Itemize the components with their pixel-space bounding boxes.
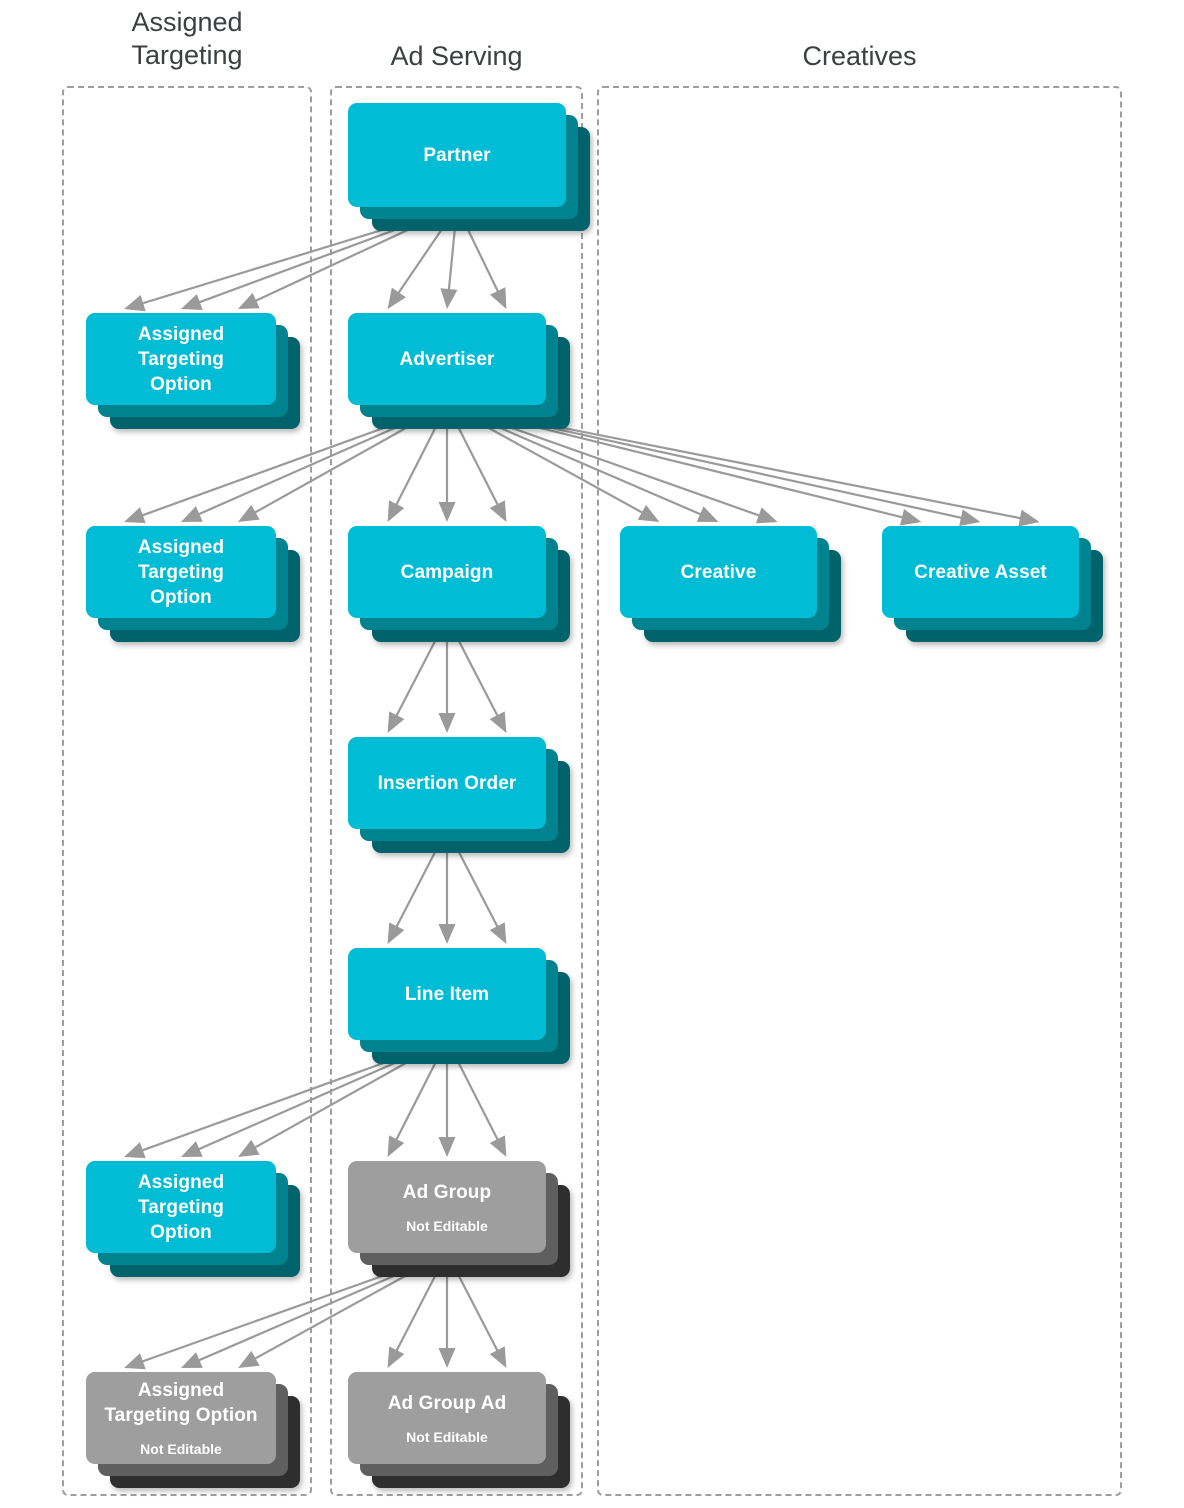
node-campaign[interactable]: Campaign [348, 526, 570, 642]
node-advertiser[interactable]: Advertiser [348, 313, 570, 429]
node-card-insertion-order[interactable]: Insertion Order [348, 737, 546, 829]
node-creative[interactable]: Creative [620, 526, 841, 642]
node-insertion-order[interactable]: Insertion Order [348, 737, 570, 853]
node-title-creative: Creative [680, 561, 757, 583]
node-subtitle-assigned-targeting-option-ad-group: Not Editable [140, 1441, 222, 1457]
node-title-line-item: Line Item [404, 983, 490, 1005]
node-subtitle-ad-group: Not Editable [406, 1217, 488, 1234]
node-title-campaign: Campaign [400, 561, 494, 583]
node-card-advertiser[interactable]: Advertiser [348, 313, 546, 405]
node-title-creative-asset: Creative Asset [914, 561, 1047, 583]
node-creative-asset[interactable]: Creative Asset [882, 526, 1103, 642]
column-frame-assigned-targeting [62, 86, 312, 1496]
column-frame-ad-serving [330, 86, 583, 1496]
node-title-partner: Partner [423, 144, 491, 166]
node-subtitle-ad-group-ad: Not Editable [406, 1428, 488, 1445]
node-title-ad-group: Ad Group [402, 1181, 492, 1203]
node-card-line-item[interactable]: Line Item [348, 948, 546, 1040]
node-ad-group-ad[interactable]: Ad Group Ad Not Editable [348, 1372, 570, 1488]
node-card-ad-group-ad[interactable]: Ad Group Ad Not Editable [348, 1372, 546, 1464]
node-card-campaign[interactable]: Campaign [348, 526, 546, 618]
node-title-advertiser: Advertiser [399, 348, 495, 370]
node-card-partner[interactable]: Partner [348, 103, 566, 207]
column-header-ad-serving: Ad Serving [390, 41, 523, 71]
column-header-creatives: Creatives [802, 41, 917, 71]
column-header-assigned-targeting: Assigned Targeting [131, 7, 243, 70]
column-frame-creatives [597, 86, 1122, 1496]
node-card-creative[interactable]: Creative [620, 526, 817, 618]
node-title-insertion-order: Insertion Order [377, 772, 517, 794]
node-card-creative-asset[interactable]: Creative Asset [882, 526, 1079, 618]
node-line-item[interactable]: Line Item [348, 948, 570, 1064]
node-partner[interactable]: Partner [348, 103, 590, 231]
node-title-ad-group-ad: Ad Group Ad [387, 1392, 507, 1414]
